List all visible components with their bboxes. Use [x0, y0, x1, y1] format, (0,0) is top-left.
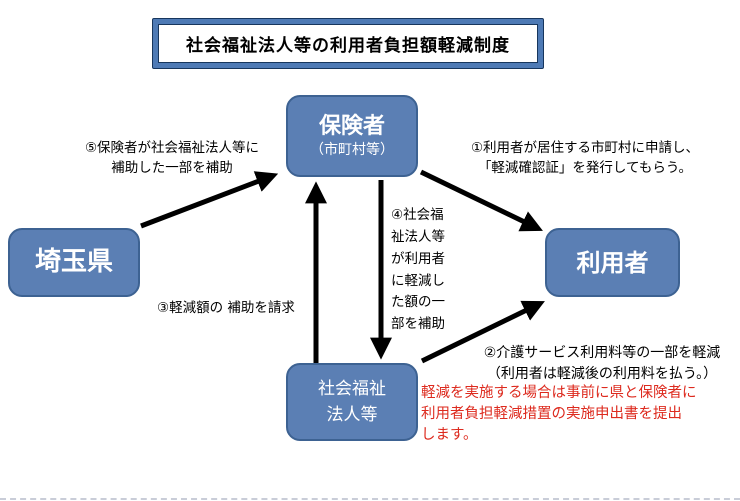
node-user: 利用者	[545, 228, 680, 297]
label-step1-line2: 「軽減確認証」を発行してもらう。	[477, 160, 693, 177]
label-step2-line2: （利用者は軽減後の利用料を払う。）	[486, 366, 718, 382]
label-step2-line1: ②介護サービス利用料等の一部を軽減	[483, 345, 721, 361]
label-step1: ①利用者が居住する市町村に申請し、 「軽減確認証」を発行してもらう。	[436, 138, 734, 179]
diagram-title: 社会福祉法人等の利用者負担額軽減制度	[158, 24, 538, 63]
label-step5: ⑤保険者が社会福祉法人等に 補助した一部を補助	[52, 138, 292, 179]
page-boundary-divider	[0, 498, 740, 500]
label-step5-line2: 補助した一部を補助	[111, 160, 233, 177]
label-step4-line: た額の一	[391, 294, 445, 311]
label-step4-line: 祉法人等	[391, 228, 445, 245]
label-step4-line: ④社会福	[391, 207, 444, 223]
label-step2: ②介護サービス利用料等の一部を軽減 （利用者は軽減後の利用料を払う。）	[468, 343, 736, 385]
node-insurer-label: 保険者	[318, 113, 385, 139]
arrow-insurer-to-user	[419, 169, 543, 232]
label-step4: ④社会福 祉法人等 が利用者 に軽減し た額の一 部を補助	[391, 205, 487, 336]
arrow-welfare-to-user	[420, 300, 545, 364]
node-prefecture: 埼玉県	[8, 228, 140, 297]
label-step4-line: に軽減し	[391, 272, 445, 289]
note-red-line3: します。	[421, 427, 478, 444]
label-step5-line1: ⑤保険者が社会福祉法人等に	[84, 140, 260, 156]
note-red-line1: 軽減を実施する場合は事前に県と保険者に	[421, 385, 697, 401]
node-insurer: 保険者 （市町村等）	[286, 95, 418, 177]
node-welfare-corp: 社会福祉 法人等	[286, 363, 418, 441]
node-insurer-sublabel: （市町村等）	[310, 142, 394, 158]
node-welfare-label-line2: 法人等	[326, 405, 378, 425]
node-user-label: 利用者	[576, 248, 649, 277]
node-prefecture-label: 埼玉県	[34, 247, 113, 278]
node-welfare-label-line1: 社会福祉	[318, 378, 386, 399]
note-red-line2: 利用者負担軽減措置の実施申出書を提出	[421, 406, 682, 423]
label-step3-line1: ③軽減額の 補助を請求	[157, 300, 295, 316]
arrow-prefecture-to-insurer	[140, 171, 279, 229]
label-step3: ③軽減額の 補助を請求	[157, 298, 327, 318]
label-step4-line: 部を補助	[391, 316, 445, 333]
diagram-title-box: 社会福祉法人等の利用者負担額軽減制度	[152, 18, 544, 69]
note-red-warning: 軽減を実施する場合は事前に県と保険者に 利用者負担軽減措置の実施申出書を提出 し…	[421, 383, 729, 446]
label-step4-line: が利用者	[391, 250, 445, 267]
label-step1-line1: ①利用者が居住する市町村に申請し、	[470, 140, 700, 156]
